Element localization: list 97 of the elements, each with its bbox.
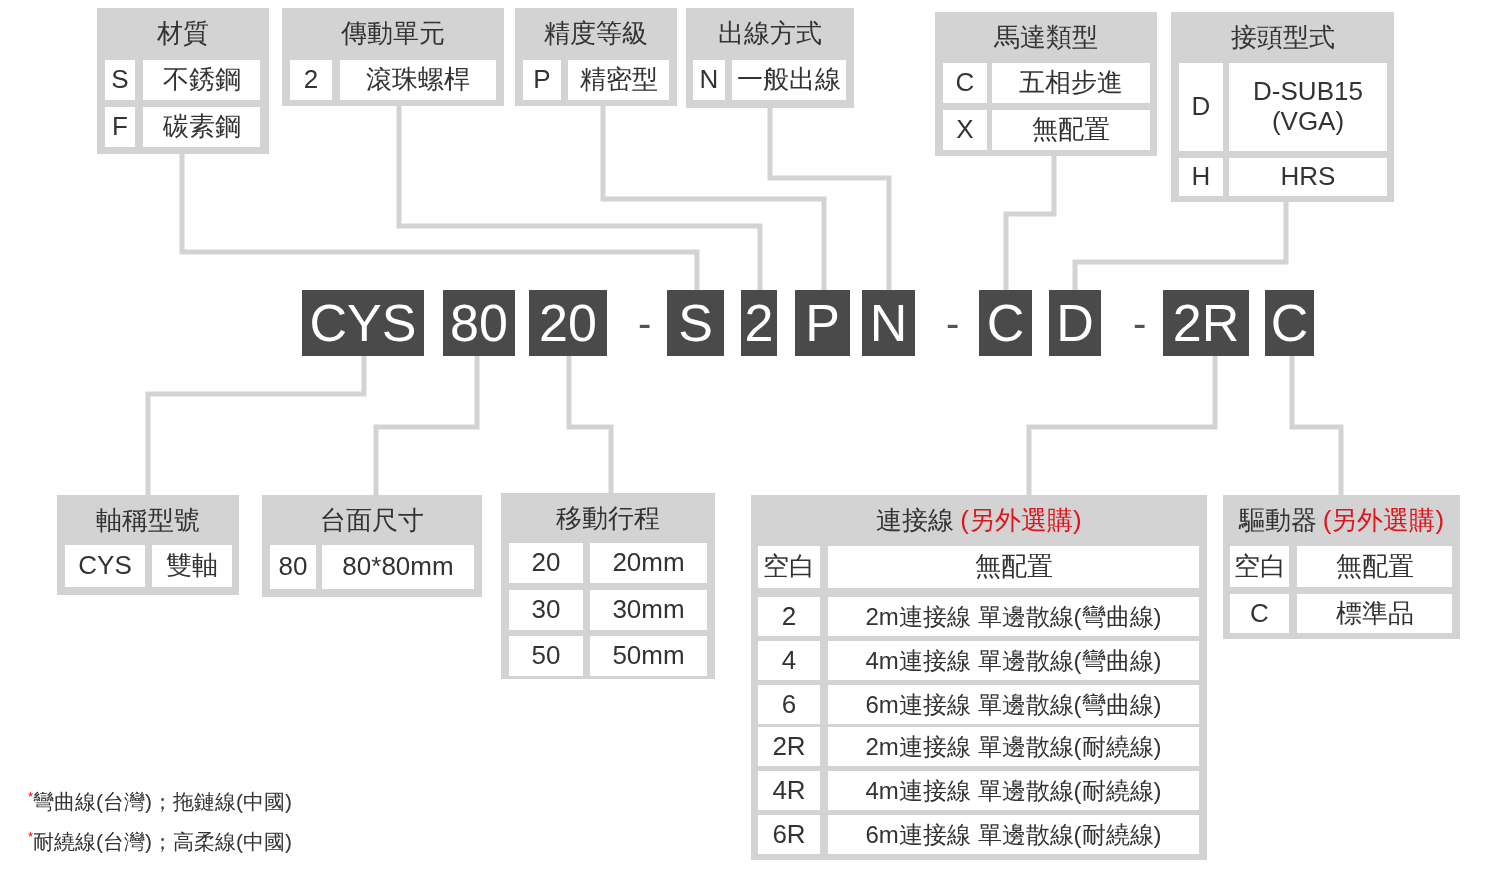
panel-heading: 傳動單元: [341, 16, 445, 50]
table-cell: 4R: [758, 771, 820, 810]
table-cell: 50mm: [590, 636, 707, 676]
table-cell: 2: [290, 60, 332, 100]
connector-line: [767, 108, 892, 290]
connector-line: [373, 356, 480, 495]
table-cell: S: [105, 60, 135, 100]
category-panel: [501, 493, 715, 679]
table-cell: 空白: [1230, 546, 1289, 587]
connector-line: [396, 106, 763, 290]
code-segment: C: [979, 290, 1032, 356]
table-cell: F: [105, 107, 135, 147]
category-panel: [515, 8, 677, 106]
code-segment: 80: [443, 290, 515, 356]
table-cell: 6R: [758, 815, 820, 854]
panel-heading: 馬達類型: [994, 20, 1098, 54]
table-cell: 無配置: [828, 546, 1199, 588]
table-cell: 6: [758, 685, 820, 724]
connector-line: [1072, 202, 1289, 290]
footnote: $^{*}$彎曲線(台灣)；拖鏈線(中國): [28, 788, 293, 815]
table-cell: 2R: [758, 727, 820, 766]
category-panel: [57, 495, 239, 595]
panel-heading: 材質: [157, 16, 209, 50]
table-cell: 標準品: [1297, 594, 1452, 633]
panel-heading: 移動行程: [556, 501, 660, 535]
table-cell: 無配置: [1297, 546, 1452, 587]
category-panel: [1223, 495, 1460, 639]
footnote: $^{*}$耐繞線(台灣)；高柔線(中國): [28, 828, 293, 855]
category-panel: [282, 8, 504, 106]
category-panel: [262, 495, 482, 597]
code-segment: 2R: [1163, 290, 1249, 356]
table-cell: 30mm: [590, 590, 707, 630]
table-cell: 80: [270, 545, 316, 589]
separator-dash: -: [638, 300, 652, 346]
table-cell: C: [1230, 594, 1289, 633]
table-cell: 4: [758, 641, 820, 680]
connector-line: [179, 154, 700, 290]
separator-dash: -: [1133, 300, 1147, 346]
code-segment: S: [667, 290, 724, 356]
note-text: (另外選購): [960, 503, 1082, 537]
connector-line: [145, 356, 367, 495]
code-segment: D: [1049, 290, 1101, 356]
table-cell: 30: [509, 590, 583, 630]
table-cell: 一般出線: [732, 60, 846, 100]
code-segment: P: [795, 290, 850, 356]
table-cell: 4m連接線 單邊散線(耐繞線): [828, 771, 1199, 810]
panel-heading: 精度等級: [544, 16, 648, 50]
category-panel: [686, 8, 854, 108]
table-cell: 2m連接線 單邊散線(彎曲線): [828, 597, 1199, 636]
note-text: (另外選購): [1322, 503, 1445, 537]
table-cell: C: [943, 63, 987, 103]
panel-heading: 連接線: [876, 503, 955, 537]
table-cell: 無配置: [992, 110, 1150, 150]
category-panel: [751, 495, 1207, 860]
table-cell: X: [943, 110, 987, 150]
panel-heading: 軸稱型號: [96, 503, 200, 537]
table-cell: 滾珠螺桿: [340, 60, 496, 100]
connector-line: [1026, 356, 1218, 495]
table-cell: 精密型: [568, 60, 669, 100]
table-cell: 五相步進: [992, 63, 1150, 103]
table-cell: 6m連接線 單邊散線(彎曲線): [828, 685, 1199, 724]
table-cell: 2: [758, 597, 820, 636]
panel-heading: 台面尺寸: [320, 503, 424, 537]
table-cell: N: [693, 60, 725, 100]
category-panel: [935, 12, 1157, 156]
connector-line: [600, 106, 827, 290]
table-cell: CYS: [65, 545, 145, 587]
table-cell: 6m連接線 單邊散線(耐繞線): [828, 815, 1199, 854]
table-cell: D: [1179, 63, 1223, 151]
panel-heading: 驅動器: [1238, 503, 1317, 537]
table-cell: 碳素鋼: [143, 107, 260, 147]
table-cell: 空白: [758, 546, 820, 588]
separator-dash: -: [946, 300, 960, 346]
code-segment: C: [1265, 290, 1314, 356]
connector-line: [1003, 156, 1057, 290]
table-cell: 2m連接線 單邊散線(耐繞線): [828, 727, 1199, 766]
code-segment: CYS: [302, 290, 424, 356]
table-cell: H: [1179, 158, 1223, 196]
category-panel: [97, 8, 269, 154]
panel-heading: 接頭型式: [1230, 20, 1335, 54]
table-cell: 4m連接線 單邊散線(彎曲線): [828, 641, 1199, 680]
table-cell: HRS: [1229, 158, 1387, 196]
table-cell: 80*80mm: [322, 545, 474, 589]
table-cell: D-SUB15 (VGA): [1229, 63, 1387, 151]
code-segment: 20: [529, 290, 607, 356]
connector-line: [1289, 356, 1344, 495]
table-cell: 20: [509, 543, 583, 583]
connector-line: [566, 356, 614, 493]
table-cell: 不銹鋼: [143, 60, 260, 100]
panel-heading: 出線方式: [718, 16, 822, 50]
table-cell: P: [523, 60, 561, 100]
table-cell: 50: [509, 636, 583, 676]
code-segment: 2: [741, 290, 777, 356]
code-segment: N: [862, 290, 915, 356]
table-cell: 雙軸: [152, 545, 232, 587]
table-cell: 20mm: [590, 543, 707, 583]
category-panel: [1171, 12, 1394, 202]
